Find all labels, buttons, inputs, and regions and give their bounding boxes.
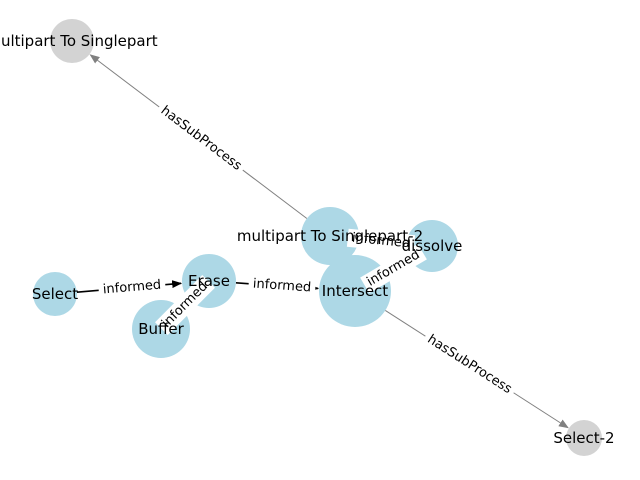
edge-label-3: informed (248, 274, 316, 298)
edge-label-0: hasSubProcess (153, 99, 249, 178)
edge-label-text: informed (102, 278, 161, 298)
node-label-buffer: Buffer (138, 320, 184, 338)
edge-label-text: informed (351, 231, 411, 252)
node-select[interactable] (33, 272, 77, 316)
edge-label-background (97, 275, 167, 300)
edge-label-5: informed (346, 228, 416, 254)
edge-label-background (420, 328, 519, 401)
node-labels-layer: multipart To Singlepart dissolveEraseSele… (0, 32, 615, 447)
edge-label-2: informed (97, 275, 167, 300)
edge-label-text: hasSubProcess (158, 103, 245, 174)
edge-label-background (346, 228, 416, 254)
edge-label-text: hasSubProcess (425, 332, 515, 397)
node-label-select-2: Select-2 (553, 429, 614, 447)
node-label-multipart-to-singlepart-2: multipart To Singlepart-2 (237, 227, 423, 245)
node-label-dissolve: dissolve (402, 237, 463, 255)
node-label-multipart-to-singlepart: multipart To Singlepart (0, 32, 158, 50)
edge-label-background (248, 274, 316, 298)
node-select-2[interactable] (566, 420, 602, 456)
node-label-erase: Erase (188, 272, 230, 290)
node-label-select: Select (32, 285, 78, 303)
node-label-intersect: Intersect (322, 282, 388, 300)
edge-label-1: hasSubProcess (420, 328, 519, 401)
nodes-layer (33, 19, 602, 456)
edge-label-background (153, 99, 249, 178)
edge-label-text: informed (252, 277, 311, 296)
node-multipart-to-singlepart-2[interactable] (301, 207, 359, 265)
edge-label-background (155, 275, 215, 335)
node-multipart-to-singlepart[interactable] (50, 19, 94, 63)
edge-label-background (360, 243, 427, 294)
